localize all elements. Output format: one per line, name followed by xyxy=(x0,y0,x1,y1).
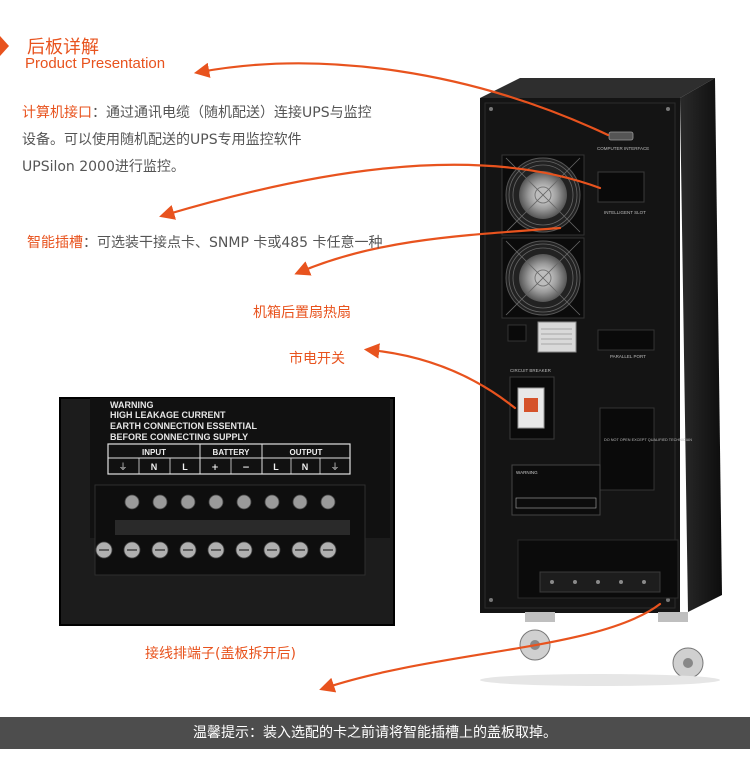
closeup-terminal-label: ⏚ xyxy=(118,462,127,473)
annotation-terminal: 接线排端子(盖板拆开后) xyxy=(145,646,296,662)
intelligent-slot xyxy=(597,171,645,203)
closeup-terminal-label: N xyxy=(151,462,158,472)
parallel-port-label: PARALLEL PORT xyxy=(610,354,646,359)
arrow-terminal xyxy=(319,602,662,693)
footer-tip-bar: 温馨提示：装入选配的卡之前请将智能插槽上的盖板取掉。 xyxy=(0,717,750,749)
annotation-mains-switch: 市电开关 xyxy=(289,351,345,367)
arrow-fans xyxy=(294,226,562,276)
closeup-terminal-label: − xyxy=(242,463,250,473)
annotation-fans: 机箱后置扇热扇 xyxy=(253,305,351,321)
cover-panel-label: DO NOT OPEN EXCEPT QUALIFIED TECHNICIAN xyxy=(604,438,692,442)
caster-wheel-right-icon xyxy=(658,612,704,679)
terminal-cover-small xyxy=(511,464,601,516)
annotation-computer-interface: 计算机接口：通过通讯电缆（随机配送）连接UPS与监控 设备。可以使用随机配送的U… xyxy=(22,100,442,181)
computer-interface-label: COMPUTER INTERFACE xyxy=(597,146,649,151)
annotation-intelligent-slot-label: 智能插槽 xyxy=(27,235,83,251)
rating-label-plate xyxy=(537,321,577,353)
ups-side-face xyxy=(680,78,722,612)
fan-upper-icon xyxy=(501,154,585,236)
annotation-computer-interface-line2: 设备。可以使用随机配送的UPS专用监控软件 xyxy=(22,132,302,148)
closeup-terminal-label: N xyxy=(302,462,309,472)
closeup-terminal-label: L xyxy=(273,462,279,472)
terminal-screws-row-top xyxy=(124,494,336,510)
circuit-breaker-label: CIRCUIT BREAKER xyxy=(510,368,552,373)
arrow-mains-switch xyxy=(363,343,517,410)
parallel-port xyxy=(597,329,655,351)
closeup-terminal-label: L xyxy=(182,462,188,472)
annotation-computer-interface-line3: UPSilon 2000进行监控。 xyxy=(22,159,185,175)
footer-spacer xyxy=(0,749,750,766)
terminal-screws-row-bottom xyxy=(95,541,337,559)
closeup-warning-line3: BEFORE CONNECTING SUPPLY xyxy=(110,432,248,442)
ups-top-face xyxy=(480,78,715,98)
arrow-computer-interface xyxy=(159,163,602,220)
closeup-warning-line2: EARTH CONNECTION ESSENTIAL xyxy=(110,421,258,431)
annotation-computer-interface-line1: ：通过通讯电缆（随机配送）连接UPS与监控 xyxy=(92,105,372,121)
closeup-group-output: OUTPUT xyxy=(290,448,323,457)
closeup-terminal-label: + xyxy=(211,463,219,473)
closeup-group-input: INPUT xyxy=(142,448,166,457)
terminal-closeup-photo: WARNING HIGH LEAKAGE CURRENT EARTH CONNE… xyxy=(59,397,395,626)
annotation-intelligent-slot: 智能插槽：可选装干接点卡、SNMP 卡或485 卡任意一种 xyxy=(27,230,487,257)
section-pointer-icon xyxy=(0,36,9,56)
annotation-intelligent-slot-text: ：可选装干接点卡、SNMP 卡或485 卡任意一种 xyxy=(83,235,383,251)
computer-interface-port xyxy=(608,131,634,141)
breaker-toggle xyxy=(524,398,538,412)
closeup-terminal-label: ⏚ xyxy=(330,462,339,473)
cover-panel xyxy=(599,407,655,491)
arrow-title xyxy=(193,62,610,137)
closeup-group-battery: BATTERY xyxy=(213,448,251,457)
closeup-warning-title: WARNING xyxy=(110,400,154,410)
caster-wheel-left-icon xyxy=(519,612,555,661)
intelligent-slot-label: INTELLIGENT SLOT xyxy=(604,210,646,215)
closeup-warning-line1: HIGH LEAKAGE CURRENT xyxy=(110,410,226,420)
section-title-en: Product Presentation xyxy=(25,55,166,72)
terminal-cover-small-warning: WARNING xyxy=(516,470,538,475)
fan-lower-icon xyxy=(501,237,585,319)
annotation-computer-interface-label: 计算机接口 xyxy=(22,105,92,121)
section-title-cn: 后板详解 xyxy=(27,37,99,58)
